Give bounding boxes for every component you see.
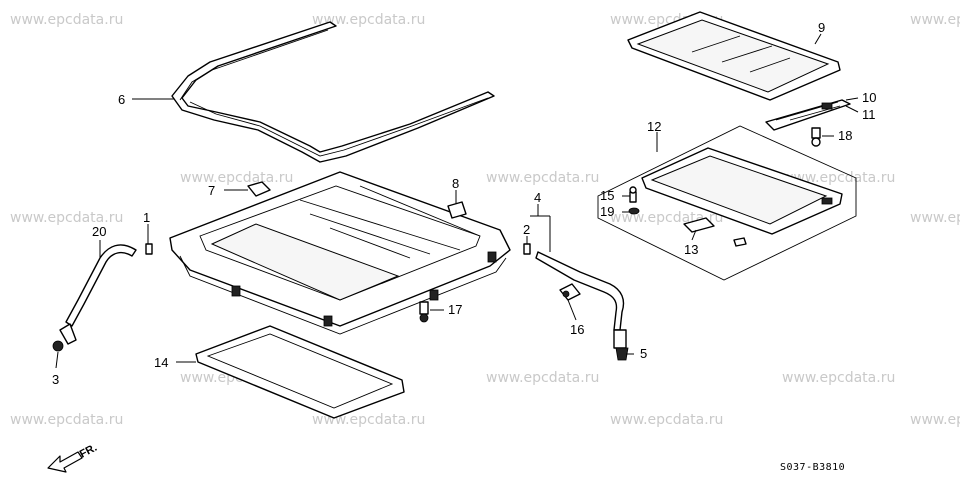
watermark: www.epcdata.ru [782,170,895,186]
callout-20: 20 [92,224,106,239]
sunroof-frame[interactable] [169,171,511,335]
callout-19: 19 [600,204,614,219]
drain-valve-part-3[interactable] [52,323,77,352]
callout-labels: 1 2 3 4 5 6 7 8 9 10 11 12 13 14 15 16 1… [52,20,876,387]
callout-10: 10 [862,90,876,105]
front-arrow-icon [47,451,83,473]
watermark: www.epcdata.ru [10,12,123,28]
watermark: www.epcdata.ru [910,12,960,28]
watermark: www.epcdata.ru [486,170,599,186]
callout-18: 18 [838,128,852,143]
callout-8: 8 [452,176,459,191]
callout-5: 5 [640,346,647,361]
clamp-part-16[interactable] [559,283,581,301]
screw-part-15[interactable] [629,186,637,203]
watermark: www.epcdata.ru [610,412,723,428]
front-label: FR. [78,442,99,461]
callout-6: 6 [118,92,125,107]
callout-13: 13 [684,242,698,257]
watermark: www.epcdata.ru [312,12,425,28]
lower-seal-part-14[interactable] [195,325,405,419]
roof-seal-part-6[interactable] [171,21,495,163]
sunshade-handle-part-13[interactable] [683,217,747,247]
watermark: www.epcdata.ru [10,412,123,428]
bolt-part-18[interactable] [811,127,821,147]
stopper-part-7[interactable] [247,181,271,197]
callout-7: 7 [208,183,215,198]
callout-14: 14 [154,355,168,370]
watermark: www.epcdata.ru [10,210,123,226]
callout-16: 16 [570,322,584,337]
callout-12: 12 [647,119,661,134]
deflector-part-10-11[interactable] [765,99,851,131]
drain-joint-part-1[interactable] [145,243,153,255]
callout-3: 3 [52,372,59,387]
callout-1: 1 [143,210,150,225]
watermark: www.epcdata.ru [910,210,960,226]
watermark: www.epcdata.ru [486,370,599,386]
drain-valve-part-5[interactable] [613,329,629,361]
drain-tube-part-20[interactable] [65,244,137,327]
watermark: www.epcdata.ru [180,170,293,186]
bracket-part-8[interactable] [447,201,467,219]
leader-lines [55,33,859,369]
glass-panel-part-9[interactable] [627,11,841,101]
drain-tube-part-4[interactable] [535,251,625,331]
callout-15: 15 [600,188,614,203]
watermark: www.epcdata.ru [910,412,960,428]
watermark: www.epcdata.ru [782,370,895,386]
callout-9: 9 [818,20,825,35]
bolt-part-17[interactable] [419,301,429,323]
sunshade-part-12[interactable] [641,147,843,235]
callout-11: 11 [862,107,876,122]
drain-joint-part-2[interactable] [523,243,531,255]
callout-4: 4 [534,190,541,205]
clip-part-19[interactable] [628,207,640,215]
sunshade-frame-box [597,125,857,281]
front-direction-marker: FR. [47,442,99,473]
diagram-code: S037-B3810 [780,462,845,473]
callout-2: 2 [523,222,530,237]
callout-17: 17 [448,302,462,317]
